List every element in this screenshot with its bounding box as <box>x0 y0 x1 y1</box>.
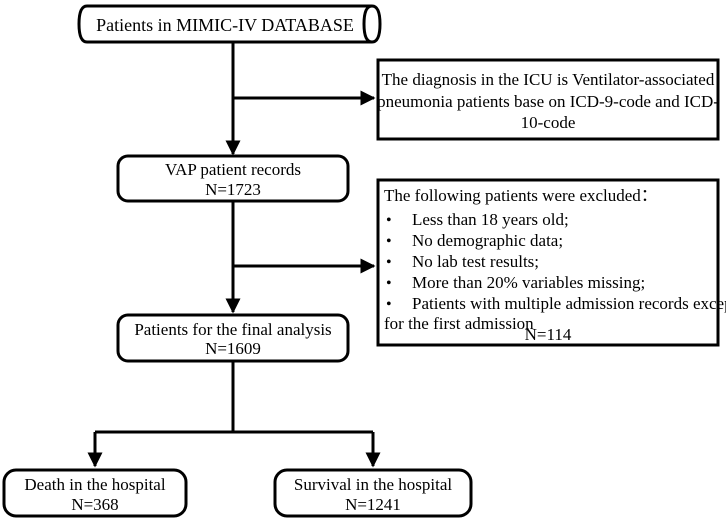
exclusion-bullet-2: • <box>386 233 392 250</box>
final-analysis-count: N=1609 <box>205 339 261 358</box>
database-label: Patients in MIMIC-IV DATABASE <box>96 15 354 35</box>
vap-count: N=1723 <box>205 180 261 199</box>
exclusion-item-2: No demographic data; <box>412 231 563 250</box>
survival-count: N=1241 <box>345 495 401 514</box>
exclusion-count: N=114 <box>525 325 572 344</box>
database-scroll: Patients in MIMIC-IV DATABASE <box>77 4 382 44</box>
death-count: N=368 <box>71 495 118 514</box>
death-title: Death in the hospital <box>24 475 165 494</box>
exclusion-item-1: Less than 18 years old; <box>412 210 569 229</box>
vap-box: VAP patient records N=1723 <box>116 154 350 203</box>
exclusion-title: The following patients were excluded： <box>384 186 658 205</box>
final-analysis-title: Patients for the final analysis <box>134 320 331 339</box>
diagnosis-line-2: pneumonia patients base on ICD-9-code an… <box>377 92 719 111</box>
diagnosis-line-3: 10-code <box>521 113 576 132</box>
exclusion-bullet-5: • <box>386 296 392 313</box>
survival-box: Survival in the hospital N=1241 <box>273 468 473 518</box>
exclusion-item-4: More than 20% variables missing; <box>412 273 645 292</box>
exclusion-bullet-1: • <box>386 212 392 229</box>
death-box: Death in the hospital N=368 <box>2 468 188 518</box>
exclusion-item-3: No lab test results; <box>412 252 539 271</box>
diagnosis-line-1: The diagnosis in the ICU is Ventilator-a… <box>382 70 715 89</box>
exclusion-box: The following patients were excluded： • … <box>376 178 726 347</box>
diagnosis-box: The diagnosis in the ICU is Ventilator-a… <box>376 58 720 141</box>
exclusion-item-5: Patients with multiple admission records… <box>412 294 726 313</box>
connectors <box>87 42 381 468</box>
final-analysis-box: Patients for the final analysis N=1609 <box>116 313 350 363</box>
exclusion-bullet-4: • <box>386 275 392 292</box>
survival-title: Survival in the hospital <box>294 475 452 494</box>
exclusion-bullet-3: • <box>386 254 392 271</box>
exclusion-item-5-continuation: for the first admission <box>384 314 534 333</box>
vap-title: VAP patient records <box>165 160 301 179</box>
